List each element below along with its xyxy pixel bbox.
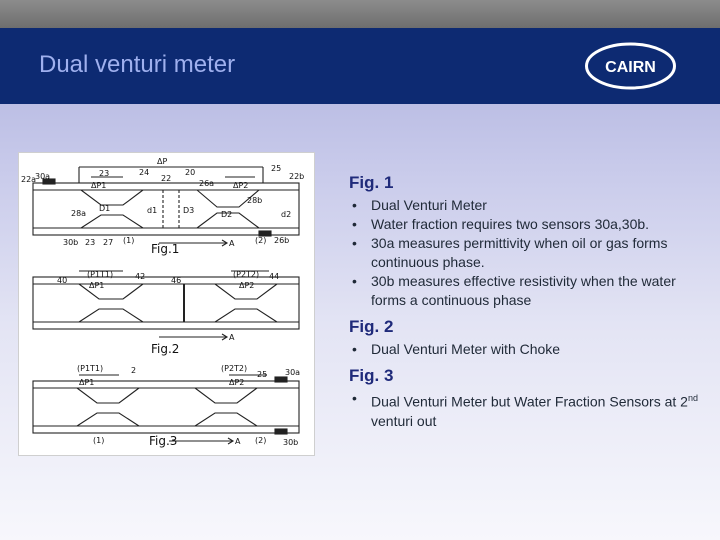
label-dp1-f3: ΔP1 — [79, 378, 94, 387]
label-p1t1-f3: (P1T1) — [77, 364, 103, 373]
label-24: 24 — [139, 168, 149, 177]
label-1: (1) — [123, 236, 134, 245]
figure-panel: ΔP 22a 30a 23 24 22 20 26a 25 22b ΔP1 ΔP… — [18, 152, 315, 456]
label-30b-f3: 30b — [283, 438, 298, 447]
label-46: 46 — [171, 276, 181, 285]
cairn-logo: CAIRN — [585, 42, 676, 90]
venturi-diagrams: ΔP 22a 30a 23 24 22 20 26a 25 22b ΔP1 ΔP… — [21, 157, 304, 448]
label-22: 22 — [161, 174, 171, 183]
label-25: 25 — [271, 164, 281, 173]
label-p1t1: (P1T1) — [87, 270, 113, 279]
list-item: •30a measures permittivity when oil or g… — [352, 235, 668, 270]
fig1-pipe — [32, 182, 300, 236]
label-20: 20 — [185, 168, 195, 177]
label-30a-f3: 30a — [285, 368, 300, 377]
label-22a: 22a — [21, 175, 36, 184]
top-bar — [0, 0, 720, 28]
label-40: 40 — [57, 276, 67, 285]
label-dp1: ΔP1 — [91, 181, 106, 190]
logo-text: CAIRN — [605, 59, 656, 76]
label-44: 44 — [269, 272, 279, 281]
label-d1: d1 — [147, 206, 157, 215]
label-27: 27 — [103, 238, 113, 247]
list-item: •Dual Venturi Meter but Water Fraction S… — [352, 390, 698, 429]
fig2-pipe — [32, 276, 300, 330]
list-item: •Dual Venturi Meter with Choke — [352, 341, 561, 357]
section-title-fig1: Fig. 1 — [349, 173, 394, 192]
fig2-caption: Fig.2 — [151, 342, 179, 356]
title-banner — [0, 28, 720, 104]
fig3-caption: Fig.3 — [149, 434, 177, 448]
fig1-bullets: •Dual Venturi Meter •Water fraction requ… — [349, 196, 699, 310]
fig2-bullets: •Dual Venturi Meter with Choke — [349, 340, 699, 359]
label-26a: 26a — [199, 179, 214, 188]
slide-content: Fig. 1 •Dual Venturi Meter •Water fracti… — [349, 172, 699, 437]
label-D1: D1 — [99, 204, 110, 213]
list-item: •30b measures effective resistivity when… — [352, 273, 676, 308]
label-23: 23 — [99, 169, 109, 178]
list-item: •Water fraction requires two sensors 30a… — [352, 216, 650, 232]
label-dp2-f2: ΔP2 — [239, 281, 254, 290]
label-A2: A — [229, 333, 235, 342]
label-30a: 30a — [35, 172, 50, 181]
label-25-f3: 25 — [257, 370, 267, 379]
dp-label: ΔP — [157, 157, 167, 166]
list-item: •Dual Venturi Meter — [352, 197, 487, 213]
label-2-f3: 2 — [131, 366, 136, 375]
label-p2t2-f3: (P2T2) — [221, 364, 247, 373]
label-28b: 28b — [247, 196, 262, 205]
label-30b: 30b — [63, 238, 78, 247]
label-dp1-f2: ΔP1 — [89, 281, 104, 290]
label-26b: 26b — [274, 236, 289, 245]
label-dp2: ΔP2 — [233, 181, 248, 190]
fig3-pipe — [32, 380, 300, 434]
section-title-fig2: Fig. 2 — [349, 317, 394, 336]
label-2: (2) — [255, 236, 266, 245]
label-23b: 23 — [85, 238, 95, 247]
label-d2: d2 — [281, 210, 291, 219]
label-42: 42 — [135, 272, 145, 281]
label-D2: D2 — [221, 210, 232, 219]
label-22b: 22b — [289, 172, 304, 181]
fig1-caption: Fig.1 — [151, 242, 179, 256]
label-D3: D3 — [183, 206, 194, 215]
section-title-fig3: Fig. 3 — [349, 366, 394, 385]
label-dp2-f3: ΔP2 — [229, 378, 244, 387]
label-28a: 28a — [71, 209, 86, 218]
slide-title: Dual venturi meter — [39, 51, 236, 78]
fig3-bullets: •Dual Venturi Meter but Water Fraction S… — [349, 389, 699, 431]
label-2b-f3: (2) — [255, 436, 266, 445]
label-A1: A — [229, 239, 235, 248]
label-p2t2: (P2T2) — [233, 270, 259, 279]
label-A3: A — [235, 437, 241, 446]
label-1-f3: (1) — [93, 436, 104, 445]
